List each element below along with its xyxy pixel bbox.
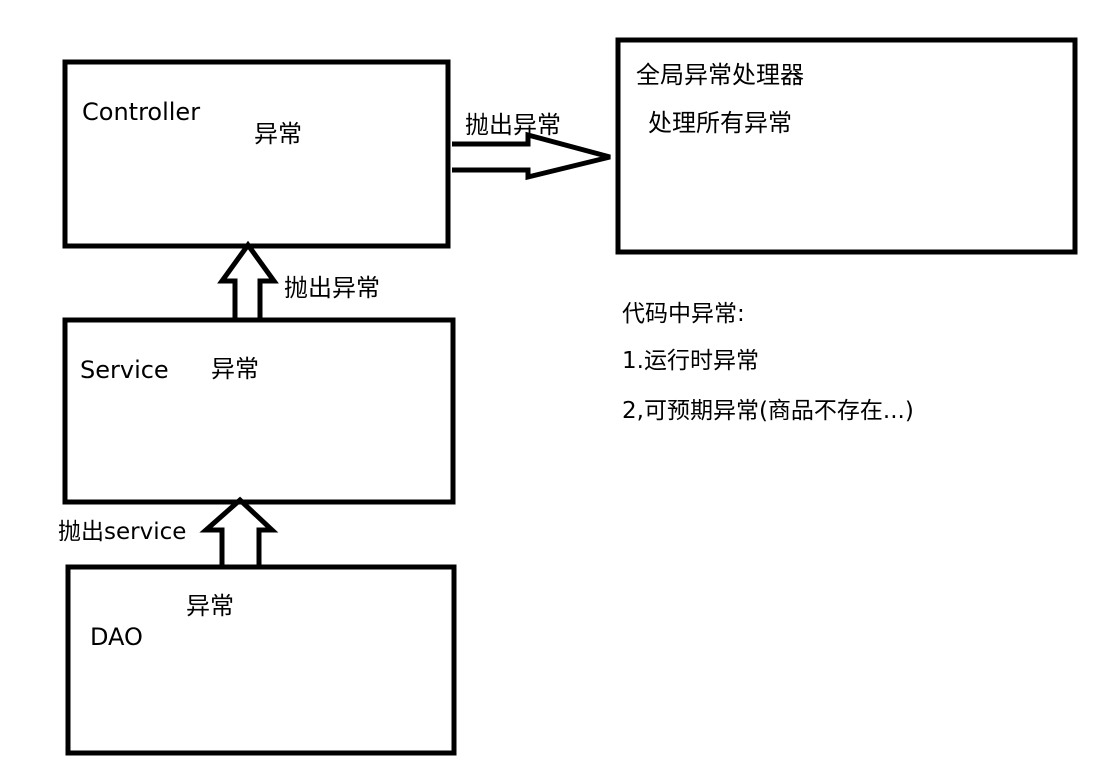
handler-description: 处理所有异常 (648, 109, 792, 137)
notes-title: 代码中异常: (622, 301, 745, 327)
service-exception-label: 异常 (211, 355, 259, 383)
handler-box (615, 37, 1078, 255)
dao-label: DAO (90, 623, 143, 651)
controller-box (62, 59, 451, 249)
notes-item-expected: 2,可预期异常(商品不存在...) (622, 398, 914, 424)
throw-service-label: 抛出service (58, 519, 187, 545)
dao-exception-label: 异常 (186, 592, 234, 620)
controller-label: Controller (82, 98, 201, 126)
notes-item-runtime: 1.运行时异常 (622, 348, 759, 374)
controller-exception-label: 异常 (254, 120, 302, 148)
service-box (62, 317, 456, 505)
up-arrow-icon (217, 240, 279, 318)
throw-exception-label: 抛出异常 (284, 274, 380, 302)
handler-title: 全局异常处理器 (636, 61, 804, 89)
throw-exception-label: 抛出异常 (465, 111, 561, 139)
service-label: Service (80, 356, 169, 384)
dao-box (65, 564, 457, 756)
right-arrow-icon (452, 131, 611, 181)
up-arrow-icon (199, 496, 279, 565)
